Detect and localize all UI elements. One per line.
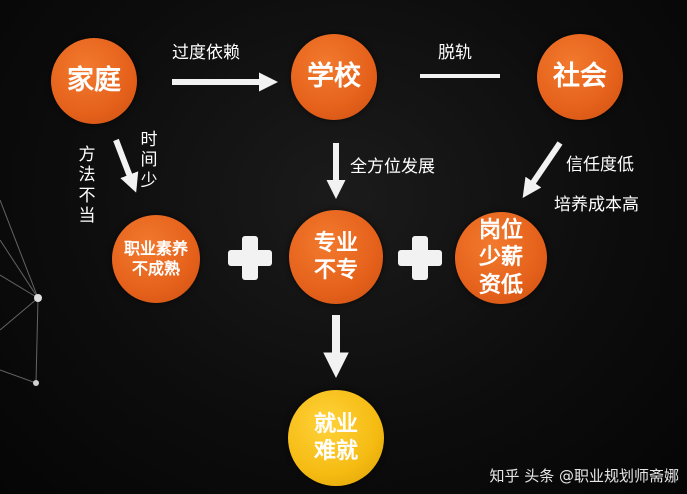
node-society: 社会 [537,34,623,120]
node-job: 岗位少薪资低 [455,212,547,304]
watermark: 知乎 头条 @职业规划师斋娜 [489,467,679,485]
node-school: 学校 [291,34,377,120]
arrow-society-job [522,141,563,198]
label-trust: 信任度低 [566,155,634,175]
label-cost: 培养成本高 [554,195,639,215]
node-family: 家庭 [51,38,137,124]
label-time: 时间少 [140,130,158,191]
node-major: 专业不专 [289,210,383,304]
label-disconnect: 脱轨 [438,43,472,63]
label-overdependence: 过度依赖 [172,43,240,63]
plus-icon-left [228,236,272,280]
label-all-round: 全方位发展 [350,157,435,177]
label-method: 方法不当 [78,145,96,227]
node-result: 就业难就 [288,390,384,486]
plus-icon-right [398,236,442,280]
node-skills: 职业素养不成熟 [112,215,200,303]
arrow-family-skills [113,138,139,193]
